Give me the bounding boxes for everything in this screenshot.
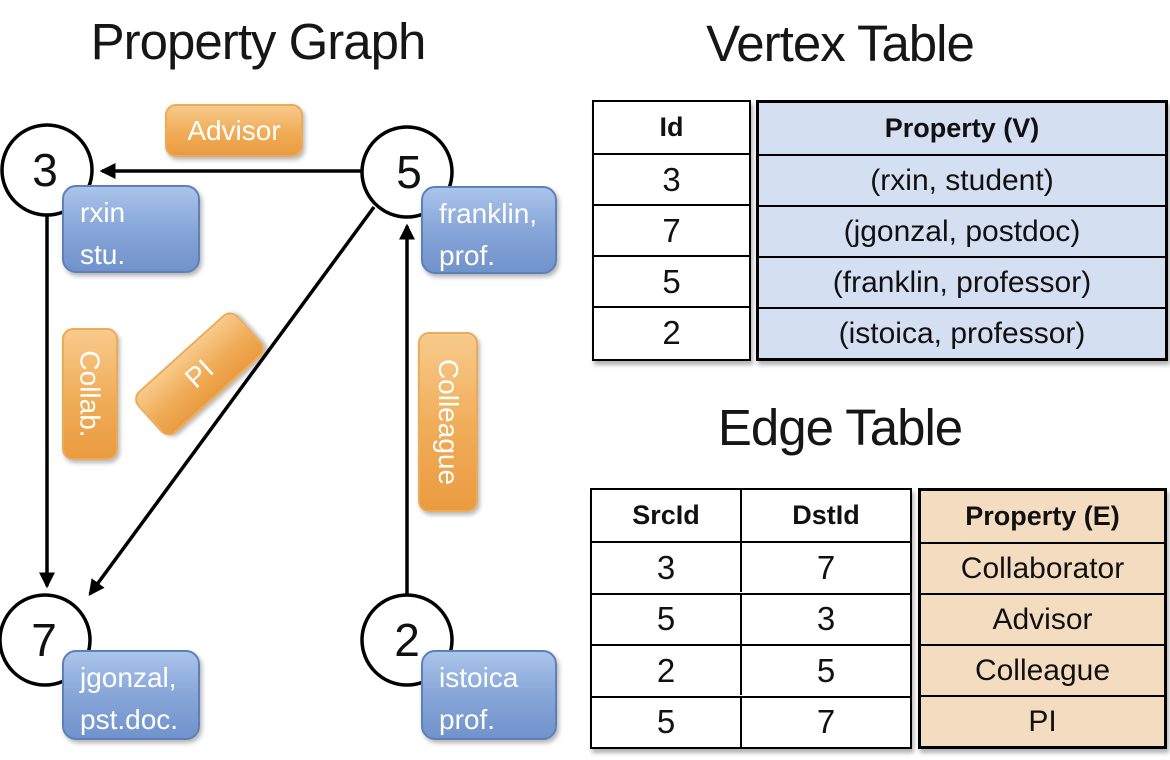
table-cell: Collaborator <box>921 542 1164 593</box>
vertex-box-rxin-line1: rxin <box>80 197 126 228</box>
vertex-box-franklin-line1: franklin, <box>439 198 538 229</box>
edge-label-collab-text: Collab. <box>75 350 107 438</box>
table-cell: 2 <box>594 306 749 357</box>
table-cell: 3 <box>740 592 910 644</box>
edge-label-colleague: Colleague <box>418 332 478 512</box>
vertex-table-title: Vertex Table <box>706 15 975 72</box>
table-cell: (rxin, student) <box>759 154 1165 205</box>
edge-5-to-7 <box>88 205 376 596</box>
vertex-box-jgonzal-line1: jgonzal, <box>80 662 177 693</box>
vertex-box-jgonzal-line2: pst.doc. <box>80 704 179 735</box>
vertex-table-property-column: Property (V) (rxin, student) (jgonzal, p… <box>756 100 1168 361</box>
node-id-2: 2 <box>394 614 420 666</box>
table-cell: (jgonzal, postdoc) <box>759 205 1165 256</box>
edge-label-advisor: Advisor <box>165 104 303 157</box>
node-id-7: 7 <box>31 614 57 666</box>
table-cell: (istoica, professor) <box>759 307 1165 358</box>
vertex-box-istoica-line2: prof. <box>439 704 496 735</box>
edge-label-collab: Collab. <box>62 328 118 460</box>
table-cell: 3 <box>594 153 749 204</box>
table-cell: 7 <box>740 695 910 747</box>
node-id-5: 5 <box>396 146 422 198</box>
table-cell: 2 <box>592 644 740 695</box>
node-id-3: 3 <box>32 144 58 196</box>
edge-table-src-header: SrcId <box>632 500 700 530</box>
vertex-table-id-column: Id 3 7 5 2 <box>592 100 751 361</box>
vertex-box-franklin: franklin, prof. <box>421 186 557 274</box>
property-graph-title: Property Graph <box>90 13 427 70</box>
table-cell: (franklin, professor) <box>759 256 1165 307</box>
table-cell: 7 <box>740 541 910 593</box>
edge-table-property-header: Property (E) <box>965 501 1120 531</box>
table-cell: 5 <box>592 592 740 644</box>
vertex-box-istoica-line1: istoica <box>439 662 519 693</box>
table-cell: 5 <box>592 695 740 747</box>
table-cell: 7 <box>594 204 749 255</box>
vertex-box-jgonzal: jgonzal, pst.doc. <box>62 650 200 740</box>
vertex-box-rxin-line2: stu. <box>80 239 126 270</box>
edge-table-id-columns: SrcId DstId 3 7 5 3 2 5 5 7 <box>590 488 912 749</box>
vertex-table-property-header: Property (V) <box>884 113 1040 143</box>
vertex-box-franklin-line2: prof. <box>439 240 496 271</box>
edge-table-dst-header: DstId <box>740 490 910 541</box>
edge-table-property-column: Property (E) Collaborator Advisor Collea… <box>918 488 1167 749</box>
property-graph-canvas: 3 5 7 2 <box>0 123 454 687</box>
table-cell: 5 <box>740 644 910 696</box>
edge-label-colleague-text: Colleague <box>433 358 465 486</box>
table-cell: PI <box>921 695 1164 746</box>
table-cell: Advisor <box>921 593 1164 644</box>
edge-label-advisor-text: Advisor <box>187 114 281 146</box>
table-cell: 3 <box>592 541 740 592</box>
table-cell: Colleague <box>921 644 1164 695</box>
edge-table: SrcId DstId 3 7 5 3 2 5 5 7 Property (E)… <box>590 488 1167 749</box>
vertex-box-istoica: istoica prof. <box>421 650 557 740</box>
vertex-table-id-header: Id <box>659 112 684 142</box>
vertex-table: Id 3 7 5 2 Property (V) (rxin, student) … <box>592 100 1168 361</box>
table-cell: 5 <box>594 255 749 306</box>
edge-label-pi-text: PI <box>178 353 220 395</box>
vertex-box-rxin: rxin stu. <box>62 185 200 273</box>
edge-table-title: Edge Table <box>717 399 963 456</box>
